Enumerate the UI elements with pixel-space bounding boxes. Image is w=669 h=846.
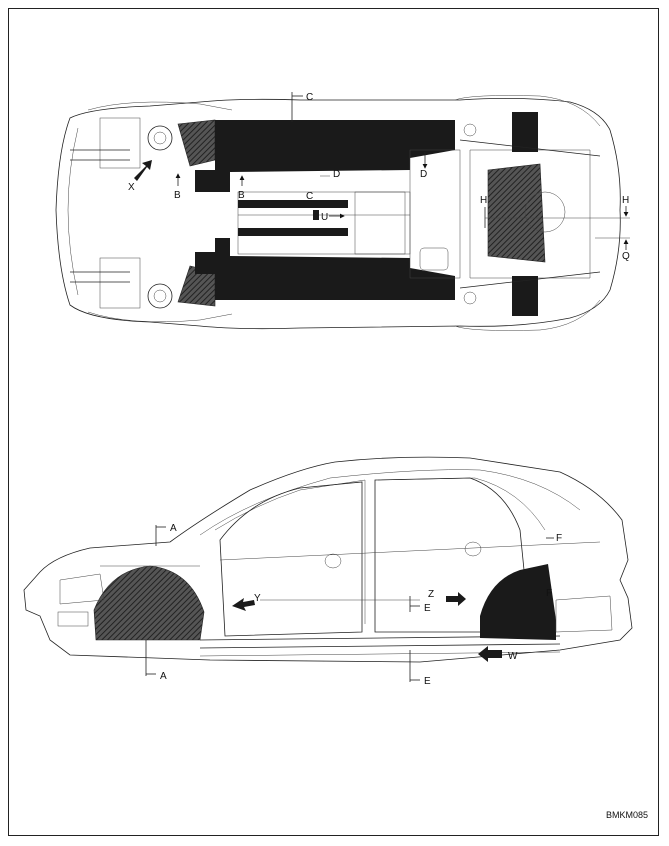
- section-label-c-top: C: [306, 92, 313, 103]
- section-label-e-bottom: E: [424, 676, 431, 687]
- view-arrow-z: [446, 592, 466, 606]
- view-arrow-y: [232, 598, 255, 611]
- arrow-label-z: Z: [428, 589, 434, 600]
- section-label-d-right: D: [420, 169, 427, 180]
- floor-sealer-area: [215, 120, 455, 190]
- section-label-f-top: F: [556, 533, 562, 544]
- figure-code: BMKM085: [606, 810, 648, 820]
- section-label-b-left: B: [174, 190, 181, 201]
- front-wheelhouse-sealer: [93, 565, 205, 641]
- section-label-u: U: [321, 212, 328, 223]
- side-body-outline: [23, 456, 633, 663]
- section-label-f-bottom: F: [546, 588, 552, 599]
- rear-floor-sealer: [487, 163, 546, 263]
- arrow-label-x: X: [128, 182, 135, 193]
- side-view-body: A A E E F F Y Z W: [23, 456, 633, 687]
- top-body-outline: [55, 98, 621, 330]
- view-arrow-x: [134, 160, 152, 181]
- arrow-label-y: Y: [254, 593, 261, 604]
- section-label-h-left: H: [480, 195, 487, 206]
- section-label-h-right: H: [622, 195, 629, 206]
- section-label-e-top: E: [424, 603, 431, 614]
- arrow-label-w: W: [508, 651, 518, 662]
- section-label-c-center: C: [306, 191, 313, 202]
- section-label-q: Q: [622, 251, 630, 262]
- view-arrow-w: [478, 646, 502, 662]
- rear-wheelhouse-sealer: [480, 564, 556, 640]
- section-label-d-center: D: [333, 169, 340, 180]
- section-label-a-bottom: A: [160, 671, 167, 682]
- top-view-underbody: C D D B B C U H H Q X: [55, 92, 630, 331]
- section-label-a-top: A: [170, 523, 177, 534]
- section-label-b-center: B: [238, 190, 245, 201]
